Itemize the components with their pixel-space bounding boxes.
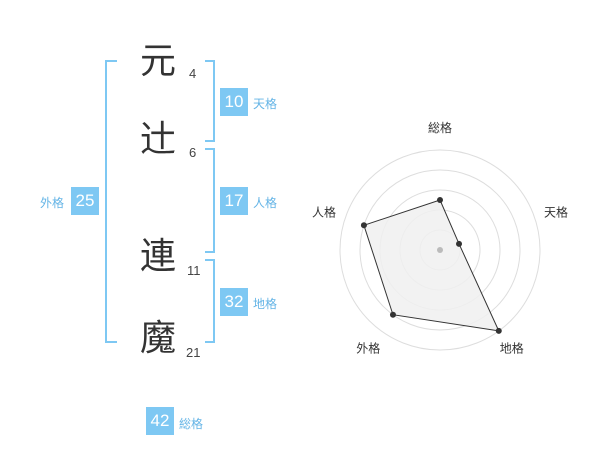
jinkaku-label: 人格 — [253, 196, 278, 210]
radar-axis-label-1: 総格 — [428, 120, 452, 135]
radar-axis-label-3: 地格 — [500, 341, 524, 356]
radar-area — [363, 199, 500, 332]
radar-point-4 — [389, 311, 396, 318]
stroke-count-1: 4 — [189, 66, 197, 81]
stroke-count-4: 21 — [186, 345, 201, 360]
radar-center-dot — [437, 247, 443, 253]
stroke-count-3: 11 — [187, 263, 201, 278]
tenkaku-bracket — [205, 60, 215, 142]
name-char-2: 辻 — [139, 119, 176, 160]
chikaku-badge: 32 — [220, 288, 248, 316]
gaikaku-badge: 25 — [71, 187, 99, 215]
gaikaku-label: 外格 — [40, 196, 65, 210]
radar-point-5 — [360, 222, 367, 229]
radar-point-1 — [437, 197, 443, 203]
radar-point-2 — [456, 240, 463, 247]
name-char-1: 元 — [139, 41, 176, 82]
jinkaku-badge: 17 — [220, 187, 248, 215]
radar-ring — [359, 169, 521, 331]
gaikaku-bracket — [105, 60, 117, 343]
tenkaku-label: 天格 — [253, 97, 278, 111]
radar-axis-label-2: 天格 — [544, 204, 568, 219]
radar-points — [360, 197, 502, 334]
chikaku-label: 地格 — [253, 297, 278, 311]
soukaku-badge: 42 — [146, 407, 174, 435]
soukaku-label: 総格 — [179, 417, 204, 431]
stroke-count-2: 6 — [189, 145, 197, 160]
chikaku-bracket — [205, 259, 215, 343]
radar-axis-label-5: 人格 — [312, 204, 336, 219]
jinkaku-bracket — [205, 148, 215, 253]
radar-point-3 — [495, 327, 502, 334]
tenkaku-badge: 10 — [220, 88, 248, 116]
radar-axis-label-4: 外格 — [356, 341, 380, 356]
name-char-4: 魔 — [139, 318, 176, 359]
name-char-3: 連 — [139, 236, 176, 277]
radar-ring — [339, 149, 541, 351]
radar-center — [437, 247, 443, 253]
